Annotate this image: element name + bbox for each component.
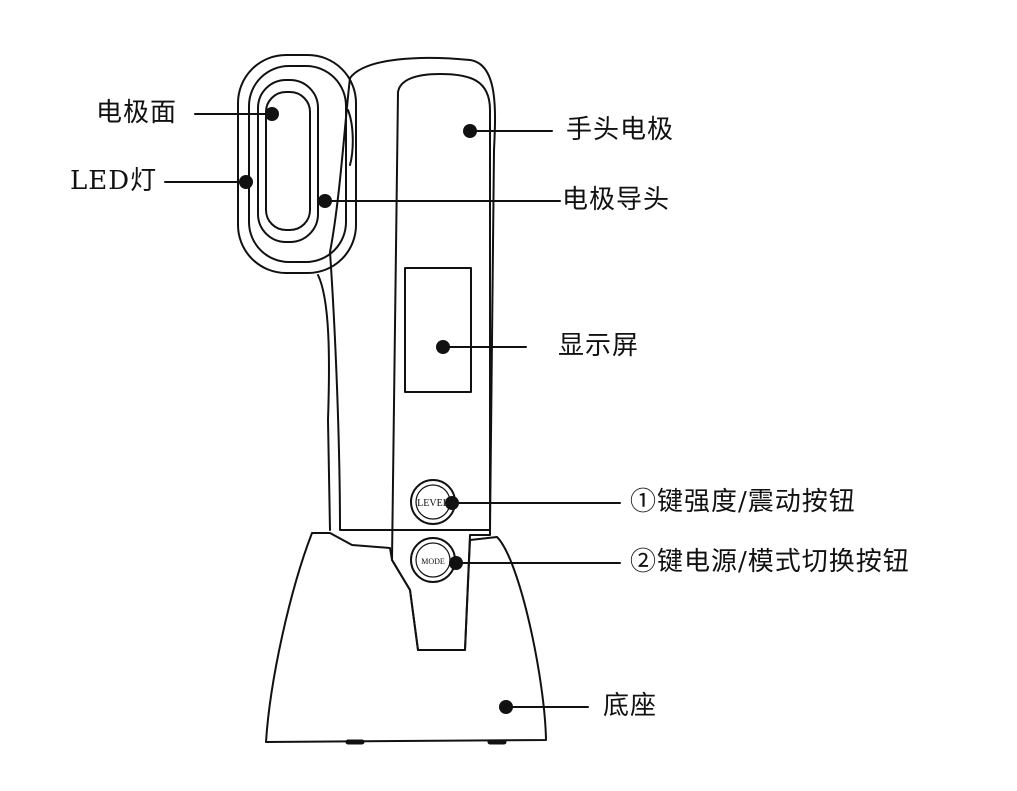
label-handle-electrode: 手头电极 — [566, 115, 675, 145]
electrode-face-plate — [265, 91, 311, 231]
mode-button-label: MODE — [421, 557, 445, 566]
label-electrode-face: 电极面 — [96, 98, 178, 128]
dot-display — [436, 340, 450, 354]
electrode-head-outer — [237, 54, 357, 274]
charging-base[interactable] — [265, 532, 547, 743]
label-mode-button: ②键电源/模式切换按钮 — [630, 547, 910, 577]
dot-handle-electrode — [463, 124, 477, 138]
dot-led — [239, 175, 253, 189]
display-screen — [404, 267, 472, 393]
dot-electrode-head — [318, 194, 332, 208]
dot-level-button — [445, 496, 459, 510]
electrode-head-inner — [257, 79, 319, 243]
dot-mode-button — [449, 556, 463, 570]
dot-electrode-face — [265, 107, 279, 121]
handle-neck — [317, 274, 331, 531]
electrode-head-ring — [248, 65, 347, 263]
level-button-label: LEVEL — [417, 498, 449, 509]
label-level-button: ①键强度/震动按钮 — [630, 487, 856, 517]
label-display: 显示屏 — [558, 331, 640, 361]
label-led-light: LED灯 — [70, 166, 158, 196]
dot-base — [499, 700, 513, 714]
label-electrode-head: 电极导头 — [562, 185, 671, 215]
label-base: 底座 — [603, 691, 658, 721]
head-side-detail — [347, 109, 354, 166]
